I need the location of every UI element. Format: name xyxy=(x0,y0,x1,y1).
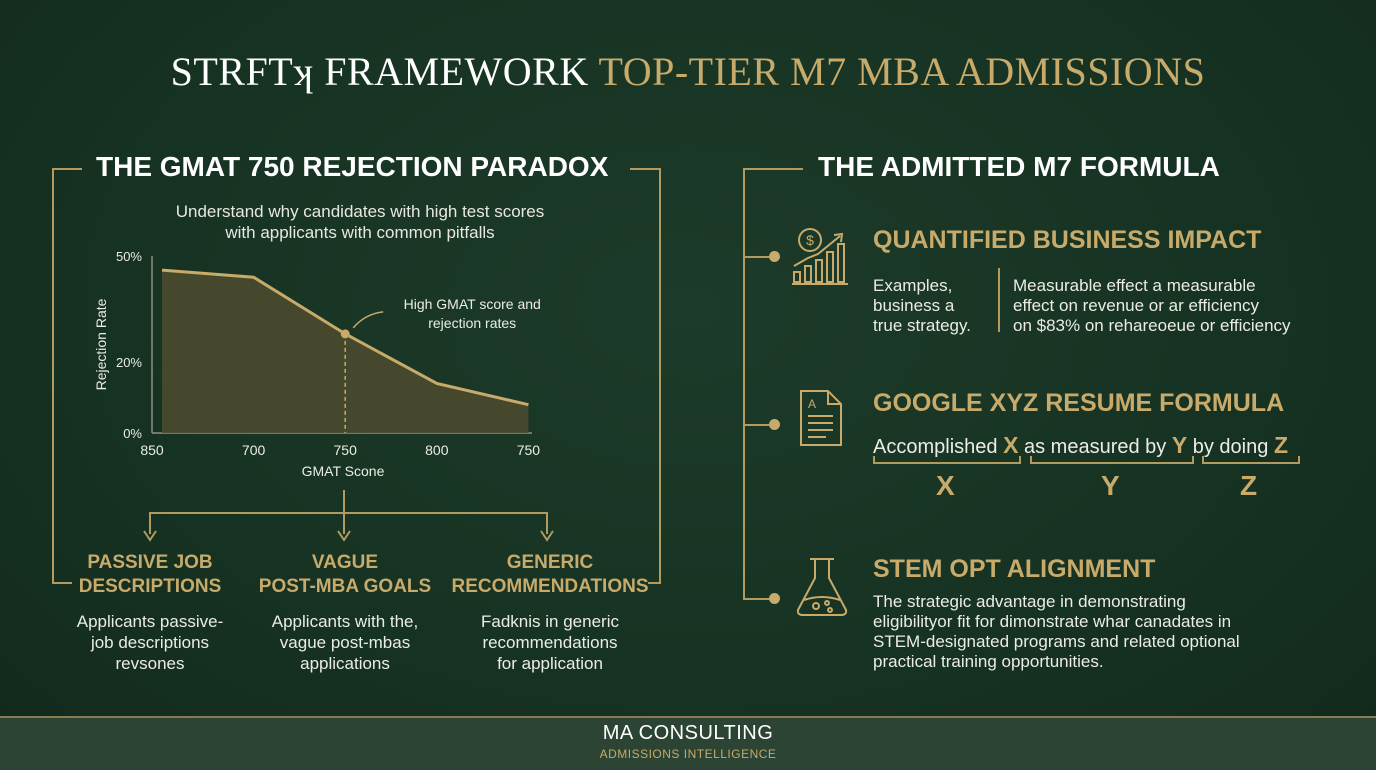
pitfall-desc: Fadknis in generic recommendations for a… xyxy=(481,612,619,673)
flask-icon xyxy=(796,558,848,616)
rejection-chart: High GMAT score and rejection rates 50% 20%… xyxy=(93,249,541,479)
xyz-big-y: Y xyxy=(1101,470,1120,501)
title-gold: TOP-TIER M7 MBA ADMISSIONS xyxy=(598,49,1206,94)
subtitle-line: with applicants with common pitfalls xyxy=(225,223,495,242)
x-tick-label: 850 xyxy=(140,442,164,458)
y-tick-label: 20% xyxy=(116,355,142,370)
y-tick-label: 50% xyxy=(116,249,142,264)
right-heading: THE ADMITTED M7 FORMULA xyxy=(818,151,1220,182)
stem-description: The strategic advantage in demonstrating… xyxy=(873,592,1240,671)
x-tick-label: 750 xyxy=(517,442,541,458)
item-title-xyz: GOOGLE XYZ RESUME FORMULA xyxy=(873,389,1285,417)
pitfall-title: VAGUE POST-MBA GOALS xyxy=(258,552,432,597)
pitfall-generic: GENERIC RECOMMENDATIONS Fadknis in gener… xyxy=(445,551,655,674)
annotation-text: rejection rates xyxy=(428,315,516,331)
page-title: STRFTʞ FRAMEWORK TOP-TIER M7 MBA ADMISSI… xyxy=(0,48,1376,95)
document-icon: A xyxy=(800,390,842,446)
pitfall-desc: Applicants with the, vague post-mbas app… xyxy=(271,612,419,673)
y-axis-label: Rejection Rate xyxy=(93,298,109,390)
left-subtitle: Understand why candidates with high test… xyxy=(140,201,580,243)
xyz-big-x: X xyxy=(936,470,955,501)
x-tick-label: 800 xyxy=(425,442,449,458)
impact-examples: Examples, business a true strategy. xyxy=(873,276,971,335)
xyz-formula: Accomplished X as measured by Y by doing… xyxy=(873,432,1288,458)
xyz-big-z: Z xyxy=(1240,470,1258,501)
pitfall-desc: Applicants passive- job descriptions rev… xyxy=(76,612,224,673)
title-white: STRFTʞ FRAMEWORK xyxy=(170,49,589,94)
x-axis-label: GMAT Scone xyxy=(302,463,385,479)
svg-text:A: A xyxy=(808,397,816,411)
y-tick-label: 0% xyxy=(123,426,142,441)
pitfall-title: GENERIC RECOMMENDATIONS xyxy=(451,552,649,597)
x-tick-label: 700 xyxy=(242,442,266,458)
footer-brand: MA CONSULTING xyxy=(602,722,774,744)
highlight-point xyxy=(340,329,350,339)
footer-subtitle: ADMISSIONS INTELLIGENCE xyxy=(599,747,777,761)
annotation-text: High GMAT score and xyxy=(404,296,541,312)
left-heading: THE GMAT 750 REJECTION PARADOX xyxy=(96,151,609,182)
annotation-arrow xyxy=(352,311,384,329)
svg-text:$: $ xyxy=(806,232,814,248)
chart-growth-icon: $ xyxy=(792,228,848,285)
subtitle-line: Understand why candidates with high test… xyxy=(175,202,545,221)
item-title-stem: STEM OPT ALIGNMENT xyxy=(873,555,1156,583)
x-tick-label: 750 xyxy=(334,442,358,458)
pitfall-passive: PASSIVE JOB DESCRIPTIONS Applicants pass… xyxy=(60,551,240,674)
footer-bar xyxy=(0,716,1376,770)
item-title-impact: QUANTIFIED BUSINESS IMPACT xyxy=(873,226,1262,254)
pitfall-title: PASSIVE JOB DESCRIPTIONS xyxy=(78,552,222,597)
pitfall-vague: VAGUE POST-MBA GOALS Applicants with the… xyxy=(250,551,440,674)
impact-description: Measurable effect a measurable effect on… xyxy=(1013,276,1291,335)
